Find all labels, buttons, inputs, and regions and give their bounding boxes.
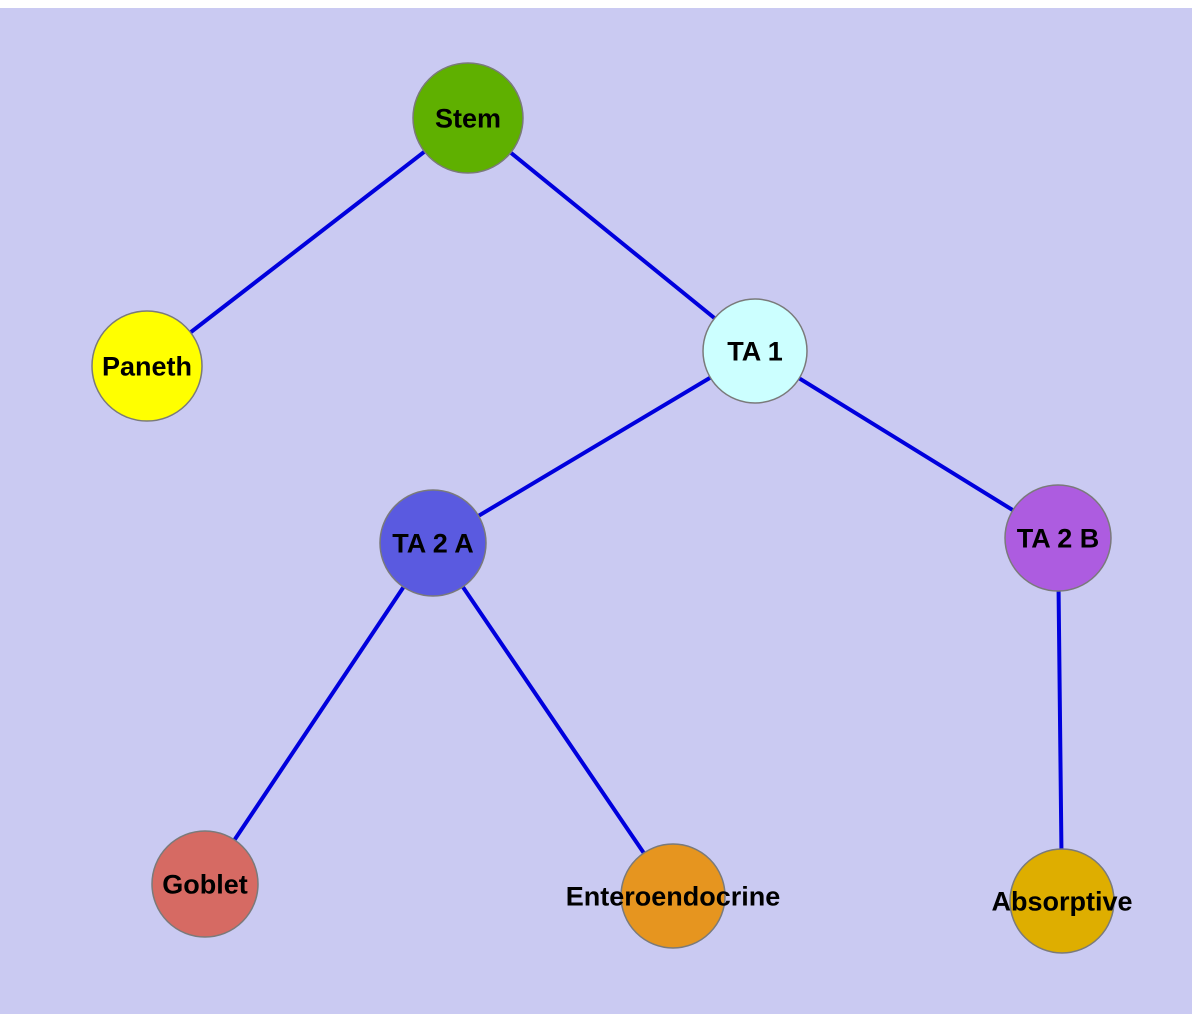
node-goblet[interactable]: Goblet: [151, 830, 259, 938]
edge-ta1-ta2a: [431, 349, 757, 545]
node-circle-stem[interactable]: [412, 62, 524, 174]
edge-ta2a-goblet: [203, 541, 435, 886]
node-circle-goblet[interactable]: [151, 830, 259, 938]
node-circle-enteroendocrine[interactable]: [620, 843, 726, 949]
node-circle-absorptive[interactable]: [1009, 848, 1115, 954]
node-circle-paneth[interactable]: [91, 310, 203, 422]
node-paneth[interactable]: Paneth: [91, 310, 203, 422]
node-ta2b[interactable]: TA 2 B: [1004, 484, 1112, 592]
edge-layer: [145, 116, 1064, 903]
edge-stem-paneth: [145, 116, 470, 368]
node-stem[interactable]: Stem: [412, 62, 524, 174]
node-circle-ta2b[interactable]: [1004, 484, 1112, 592]
node-circle-ta1[interactable]: [702, 298, 808, 404]
edge-ta2b-absorptive: [1056, 536, 1064, 903]
edge-stem-ta1: [466, 116, 757, 353]
node-circle-ta2a[interactable]: [379, 489, 487, 597]
node-ta1[interactable]: TA 1: [702, 298, 808, 404]
edge-ta1-ta2b: [753, 349, 1060, 540]
edge-ta2a-enteroendocrine: [431, 541, 675, 898]
node-ta2a[interactable]: TA 2 A: [379, 489, 487, 597]
